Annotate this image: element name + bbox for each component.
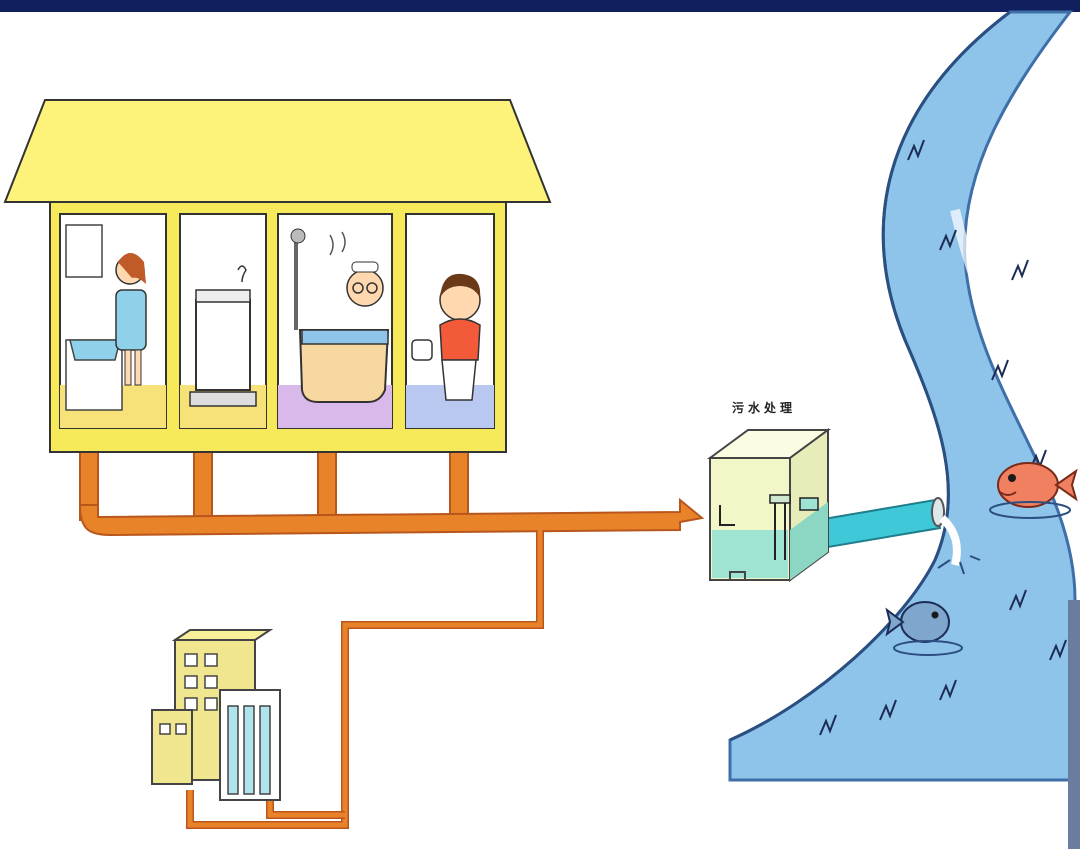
treatment-plant [706,428,832,582]
office-building-icon [151,629,281,801]
treatment-label: 污水处理 [732,400,796,415]
outflow-pipe [816,497,981,575]
kitchen-sink-icon [59,213,167,429]
bathtub-icon [277,213,393,429]
fish-icon [989,462,1078,519]
river [728,10,1077,782]
corner-panel [1068,600,1080,849]
top-bar [0,0,1080,12]
fish-icon [885,601,963,656]
toilet-icon [405,213,495,429]
washing-machine-icon [179,213,267,429]
